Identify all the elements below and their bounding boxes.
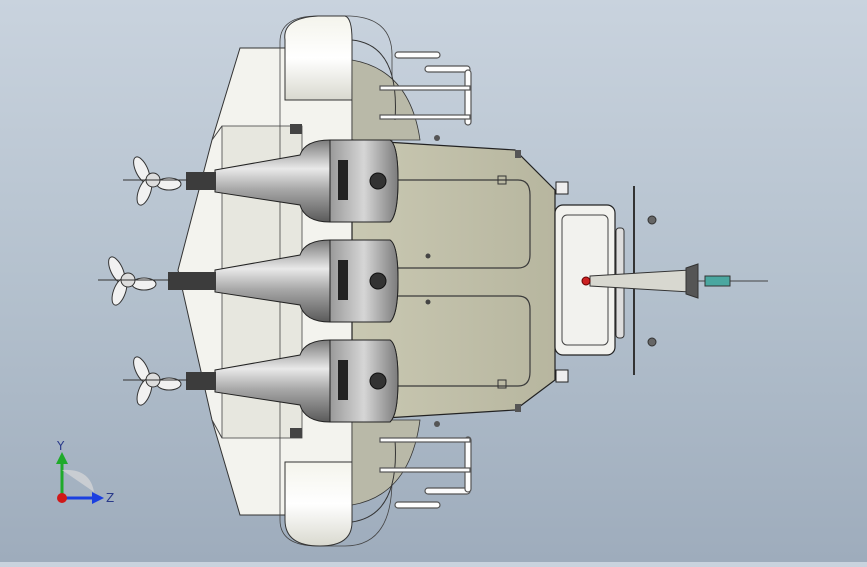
axis-triad-icon: Y Z — [40, 430, 130, 510]
y-axis-arrow — [56, 452, 68, 464]
z-axis-label: Z — [106, 491, 114, 505]
outboard-motor-icon — [168, 139, 399, 423]
pontoon-icon — [279, 15, 421, 547]
propeller-icon — [98, 156, 188, 406]
z-axis-arrow — [92, 492, 104, 504]
x-axis-dot — [57, 493, 67, 503]
y-axis-label: Y — [56, 439, 65, 453]
antenna-icon — [581, 186, 768, 375]
deck-panel — [351, 135, 556, 427]
railing-icon — [379, 51, 472, 509]
